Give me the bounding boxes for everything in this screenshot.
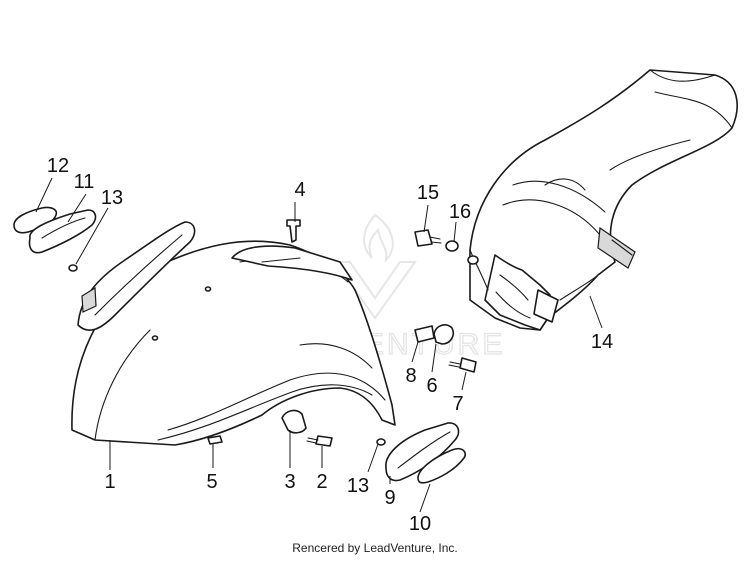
callout-7: 7	[452, 393, 463, 415]
reflector-bracket	[28, 209, 97, 254]
push-rivet	[286, 219, 301, 243]
callout-1: 1	[104, 471, 115, 493]
clamp	[433, 324, 455, 345]
clip-nut	[207, 435, 223, 445]
rear-mount-washer	[467, 255, 479, 265]
callout-2: 2	[316, 471, 327, 493]
screw	[306, 435, 333, 447]
watermark-chevron-icon	[333, 261, 417, 320]
clip	[414, 325, 435, 343]
callout-14: 14	[591, 331, 613, 353]
front-reflector-assembly	[13, 206, 196, 331]
callout-15: 15	[417, 182, 439, 204]
callout-13-upper: 13	[101, 187, 123, 209]
callout-12: 12	[47, 155, 69, 177]
front-fender	[71, 240, 396, 446]
callout-labels: 1 2 3 4 5 6 7 8 9 10 11 12 13 13 14 15 1…	[47, 155, 613, 535]
reflector-lens	[417, 447, 467, 484]
rear-reflector-assembly	[376, 422, 467, 484]
bolt	[414, 229, 433, 247]
callout-8: 8	[405, 365, 416, 387]
washer	[445, 240, 459, 252]
spacer	[281, 409, 307, 434]
bracket-hardware	[414, 324, 477, 373]
bolt-and-washer	[414, 229, 479, 265]
rendered-by-credit: Rencered by LeadVenture, Inc.	[292, 541, 458, 555]
washer	[68, 264, 78, 272]
reflector-lens	[13, 206, 58, 234]
rear-fender	[469, 69, 738, 331]
callout-9: 9	[384, 487, 395, 509]
screw	[459, 357, 477, 373]
callout-4: 4	[294, 179, 305, 201]
callout-3: 3	[284, 471, 295, 493]
callout-16: 16	[449, 201, 471, 223]
callout-10: 10	[409, 513, 431, 535]
washer	[376, 438, 386, 446]
callout-6: 6	[426, 375, 437, 397]
callout-5: 5	[206, 471, 217, 493]
mount-hole	[151, 335, 159, 341]
callout-11: 11	[74, 171, 95, 193]
mount-hole	[204, 286, 212, 292]
watermark-flame-icon	[363, 213, 394, 263]
leader-lines	[35, 177, 603, 513]
callout-13-lower: 13	[347, 475, 369, 497]
